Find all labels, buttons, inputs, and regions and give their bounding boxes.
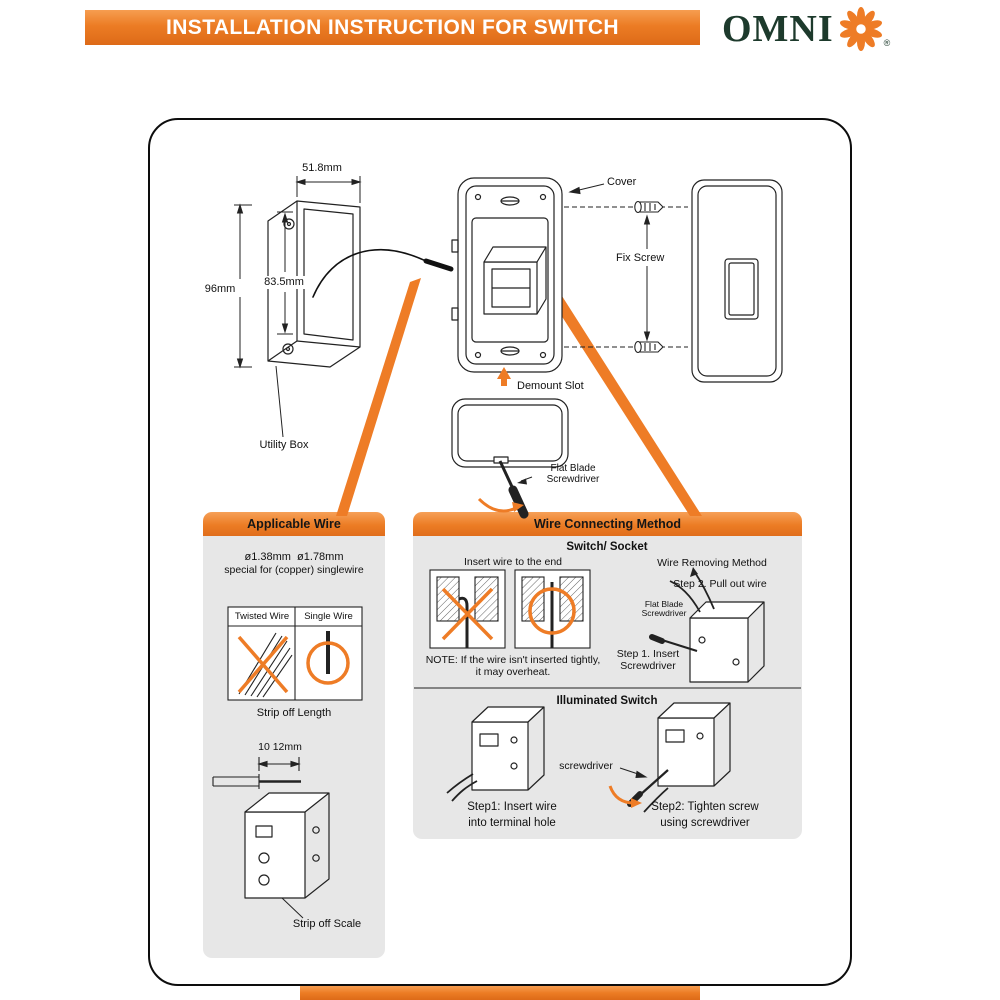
demount-slot-label: Demount Slot xyxy=(517,380,584,392)
diagram-frame xyxy=(148,118,852,986)
note-line1: NOTE: If the wire isn't inserted tightly… xyxy=(425,654,601,666)
step2-pull-label: Step 2. Pull out wire xyxy=(673,578,767,590)
step1-line2: into terminal hole xyxy=(468,817,556,829)
brand-name: OMNI xyxy=(722,8,834,50)
wire-spec-line2: special for (copper) singlewire xyxy=(224,564,364,576)
switch-socket-heading: Switch/ Socket xyxy=(566,541,648,553)
step2-line1: Step2: Tighten screw xyxy=(651,801,759,813)
registered-mark: ® xyxy=(883,38,891,48)
insert-wire-label: Insert wire to the end xyxy=(463,556,563,568)
flat-blade-small-line1: Flat Blade xyxy=(644,599,684,609)
applicable-wire-title: Applicable Wire xyxy=(247,517,341,531)
screwdriver-label: screwdriver xyxy=(559,760,613,772)
footer-bar xyxy=(300,986,700,1000)
wire-removing-heading: Wire Removing Method xyxy=(657,557,767,569)
note-line2: it may overheat. xyxy=(475,666,551,678)
wire-connecting-title: Wire Connecting Method xyxy=(533,517,682,531)
strip-dimension-label: 10 12mm xyxy=(258,741,302,753)
brand-logo: OMNI ® xyxy=(722,6,890,52)
strip-off-length-label: Strip off Length xyxy=(256,707,332,719)
flat-blade-small-line2: Screwdriver xyxy=(641,608,687,618)
wire-connecting-header: Wire Connecting Method xyxy=(413,512,802,536)
step1-insert-line1: Step 1. Insert xyxy=(616,648,680,660)
page-title: INSTALLATION INSTRUCTION FOR SWITCH xyxy=(165,15,619,39)
illuminated-heading: Illuminated Switch xyxy=(556,695,658,707)
wire-spec-line1: ø1.38mm ø1.78mm xyxy=(244,551,344,563)
step1-line1: Step1: Insert wire xyxy=(467,801,557,813)
header-bar: INSTALLATION INSTRUCTION FOR SWITCH xyxy=(85,10,700,45)
brand-flower-icon xyxy=(839,7,882,51)
strip-off-scale-label: Strip off Scale xyxy=(292,918,362,930)
fix-screw-label: Fix Screw xyxy=(616,252,665,264)
step2-line2: using screwdriver xyxy=(660,817,750,829)
step1-insert-line2: Screwdriver xyxy=(620,660,676,672)
applicable-wire-header: Applicable Wire xyxy=(203,512,385,536)
dim-inner-label: 83.5mm xyxy=(260,276,308,290)
utility-box-label: Utility Box xyxy=(259,439,309,451)
cover-label: Cover xyxy=(607,176,637,188)
single-wire-label: Single Wire xyxy=(304,611,353,622)
twisted-wire-label: Twisted Wire xyxy=(234,611,290,622)
dim-width-label: 51.8mm xyxy=(302,162,342,174)
dim-height-label: 96mm xyxy=(204,283,236,295)
flat-blade-label-line2: Screwdriver xyxy=(546,474,600,485)
